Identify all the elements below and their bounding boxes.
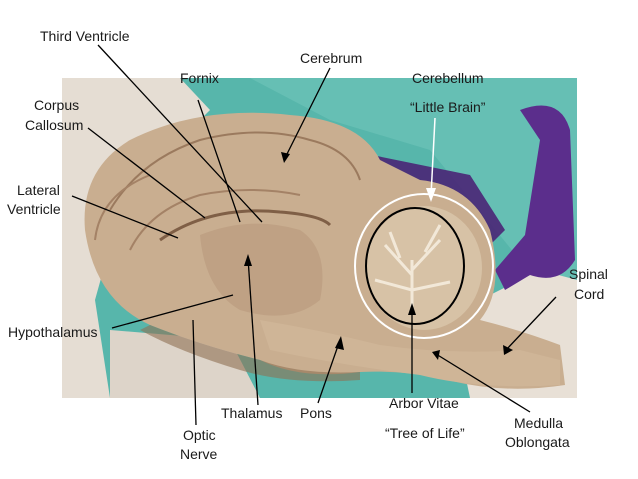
label-spinal: Spinal — [569, 266, 608, 282]
pointer-medulla-arrowhead — [432, 350, 440, 360]
label-nerve: Nerve — [180, 446, 218, 462]
label-medulla: Medulla — [514, 415, 564, 431]
cerebellum-tissue — [366, 206, 482, 330]
pointer-hypothalamus — [111, 294, 234, 329]
label-oblongata: Oblongata — [505, 434, 570, 450]
label-tree-of-life: “Tree of Life” — [385, 425, 465, 441]
pointer-optic-nerve — [192, 319, 197, 426]
pointer-cerebellum — [430, 117, 436, 197]
pointer-cerebrum — [284, 67, 331, 159]
label-third-ventricle: Third Ventricle — [40, 28, 130, 44]
tissue-shadow — [140, 325, 360, 382]
pointer-third-ventricle — [97, 44, 263, 223]
cerebrum-folds-2 — [94, 174, 301, 251]
label-arbor-vitae: Arbor Vitae — [389, 395, 459, 411]
thalamus-region — [200, 223, 323, 316]
pointer-arbor-vitae-arrowhead — [408, 303, 416, 315]
label-ventricle: Ventricle — [7, 201, 61, 217]
pointer-lines — [71, 44, 557, 426]
pointer-thalamus-arrowhead — [244, 254, 252, 266]
pointer-spinal-cord-arrowhead — [503, 345, 513, 355]
label-little-brain: “Little Brain” — [410, 99, 486, 115]
label-cerebrum: Cerebrum — [300, 50, 363, 66]
cerebellum-outline-inner — [365, 207, 465, 325]
left-glove — [62, 78, 210, 398]
label-pons: Pons — [300, 405, 332, 421]
pointer-lateral-ventricle — [71, 195, 179, 239]
cerebrum-folds — [109, 131, 361, 211]
pointer-cerebrum-arrowhead — [281, 152, 290, 163]
label-cerebellum: Cerebellum — [412, 70, 484, 86]
pointer-cerebellum-arrowhead — [426, 188, 436, 202]
corpus-callosum — [159, 209, 332, 242]
label-callosum: Callosum — [25, 117, 84, 133]
pointer-thalamus — [247, 257, 259, 406]
label-hypothalamus: Hypothalamus — [8, 324, 98, 340]
label-corpus: Corpus — [34, 97, 80, 113]
scissors — [495, 105, 575, 290]
drape-fold — [250, 78, 577, 300]
pointer-pons — [317, 339, 341, 404]
pointer-pons-arrowhead — [335, 336, 344, 350]
label-fornix: Fornix — [180, 70, 219, 86]
brainstem — [260, 320, 560, 387]
label-optic: Optic — [183, 427, 216, 443]
arbor-vitae-pattern — [374, 224, 451, 312]
label-lateral: Lateral — [17, 182, 60, 198]
pointer-spinal-cord — [505, 296, 557, 351]
cerebellum-outline-outer — [354, 193, 494, 339]
pointer-corpus-callosum — [87, 127, 206, 219]
label-cord: Cord — [574, 286, 605, 302]
pointer-medulla — [435, 353, 531, 413]
pointer-fornix — [197, 99, 241, 223]
label-thalamus: Thalamus — [221, 405, 283, 421]
